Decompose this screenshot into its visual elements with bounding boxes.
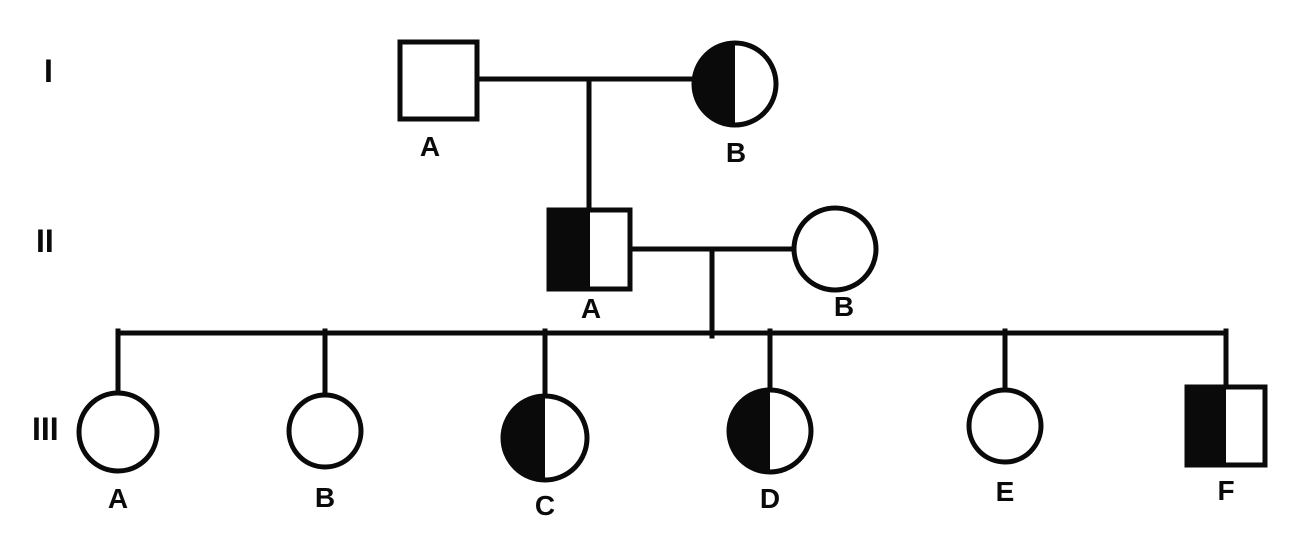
- individual-III-E: E: [966, 387, 1044, 507]
- individual-II-B-label: B: [834, 291, 854, 322]
- male-half-shaded-symbol: [546, 207, 633, 292]
- generation-label-2: II: [36, 223, 54, 259]
- individual-I-B: B: [691, 40, 779, 168]
- individual-III-D-label: D: [760, 483, 780, 514]
- female-half-shaded-symbol: [500, 393, 590, 483]
- female-unaffected-symbol: [791, 205, 879, 293]
- individual-III-D: D: [726, 387, 814, 514]
- individual-III-A: A: [76, 390, 160, 514]
- male-unaffected-symbol: [397, 39, 480, 122]
- individual-II-A-label: A: [581, 293, 601, 324]
- male-left-half-shading: [549, 210, 590, 289]
- female-left-half-shading: [694, 43, 735, 125]
- female-left-half-shading: [729, 390, 770, 472]
- individual-III-E-label: E: [996, 476, 1015, 507]
- generation-label-3: III: [32, 411, 59, 447]
- individual-III-A-label: A: [108, 483, 128, 514]
- individual-III-C: C: [500, 393, 590, 521]
- generation-label-1: I: [44, 53, 53, 89]
- female-unaffected-symbol: [966, 387, 1044, 465]
- individual-III-F-label: F: [1217, 475, 1234, 506]
- female-left-half-shading: [503, 396, 545, 480]
- individual-I-B-label: B: [726, 137, 746, 168]
- female-unaffected-symbol: [286, 392, 364, 470]
- female-unaffected-symbol: [76, 390, 160, 474]
- female-half-shaded-symbol: [691, 40, 779, 128]
- male-half-shaded-symbol: [1184, 384, 1268, 468]
- individual-III-B-label: B: [315, 482, 335, 513]
- male-left-half-shading: [1187, 387, 1226, 465]
- individual-I-A-label: A: [420, 131, 440, 162]
- female-half-shaded-symbol: [726, 387, 814, 475]
- individual-III-B: B: [286, 392, 364, 513]
- individual-II-B: B: [791, 205, 879, 322]
- individual-II-A: A: [546, 207, 633, 324]
- individual-III-F: F: [1184, 384, 1268, 506]
- individual-I-A: A: [397, 39, 480, 162]
- individual-III-C-label: C: [535, 490, 555, 521]
